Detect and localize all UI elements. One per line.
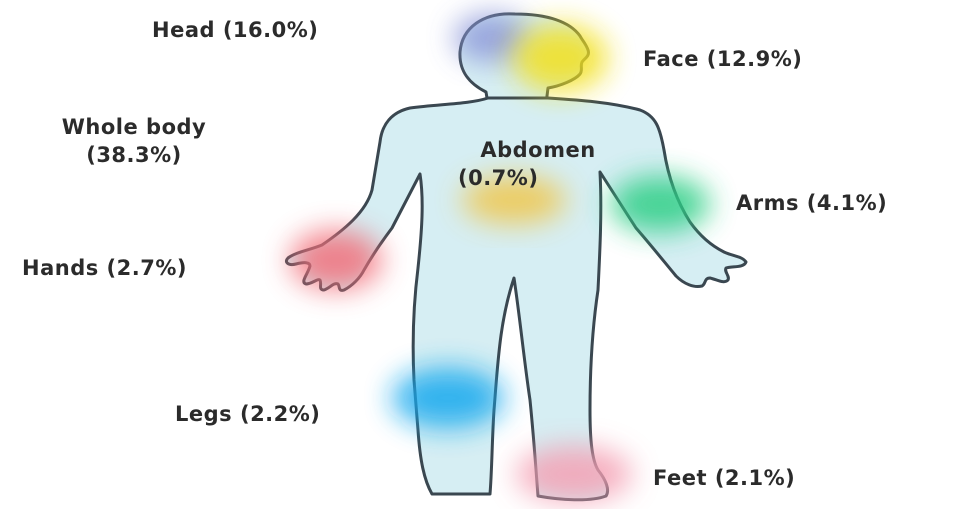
label-feet: Feet (2.1%) xyxy=(653,464,795,492)
label-face: Face (12.9%) xyxy=(643,45,802,73)
label-whole-body-name: Whole body xyxy=(16,113,252,141)
label-head: Head (16.0%) xyxy=(152,16,318,44)
label-arms: Arms (4.1%) xyxy=(736,189,887,217)
spot-legs xyxy=(392,368,504,428)
label-legs: Legs (2.2%) xyxy=(175,400,320,428)
label-whole-body: Whole body (38.3%) xyxy=(16,113,252,169)
spot-face xyxy=(512,24,608,92)
label-whole-body-percent: (38.3%) xyxy=(16,141,252,169)
label-abdomen-percent: (0.7%) xyxy=(440,164,636,192)
label-hands: Hands (2.7%) xyxy=(22,254,187,282)
spot-feet xyxy=(516,446,632,502)
spot-hands xyxy=(290,230,382,290)
label-abdomen-name: Abdomen xyxy=(440,136,636,164)
label-abdomen: Abdomen (0.7%) xyxy=(440,136,636,192)
